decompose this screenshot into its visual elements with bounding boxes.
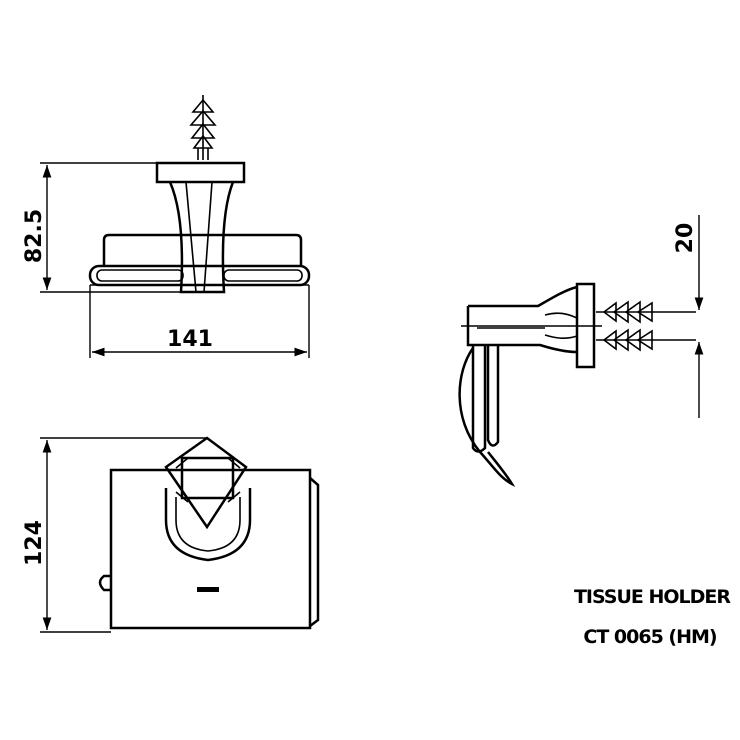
side-bar	[471, 345, 487, 453]
cover-top	[102, 233, 303, 266]
dim-label-141: 141	[167, 327, 213, 352]
side-view	[458, 282, 696, 488]
title-line-1: TISSUE HOLDER	[574, 586, 731, 608]
top-view	[88, 95, 311, 294]
roll-bar	[88, 264, 311, 287]
dimension-height-front: 124	[22, 437, 207, 633]
front-shield	[164, 488, 252, 562]
dim-label-82-5: 82.5	[22, 209, 47, 263]
brand-logo	[197, 587, 219, 592]
dimension-height-top: 82.5	[22, 162, 181, 293]
dim-label-20: 20	[673, 223, 698, 254]
dimension-side-offset: 20	[673, 215, 704, 418]
stem	[168, 181, 235, 294]
front-view	[98, 436, 320, 630]
dim-label-124: 124	[22, 520, 47, 566]
wall-anchor-icon	[189, 95, 217, 160]
title-line-2: CT 0065 (HM)	[583, 626, 717, 648]
wall-plate	[155, 161, 246, 184]
front-cover	[109, 468, 312, 630]
dimension-width-top: 141	[89, 285, 310, 358]
side-cover	[458, 347, 516, 488]
side-anchor-icon	[596, 300, 696, 352]
